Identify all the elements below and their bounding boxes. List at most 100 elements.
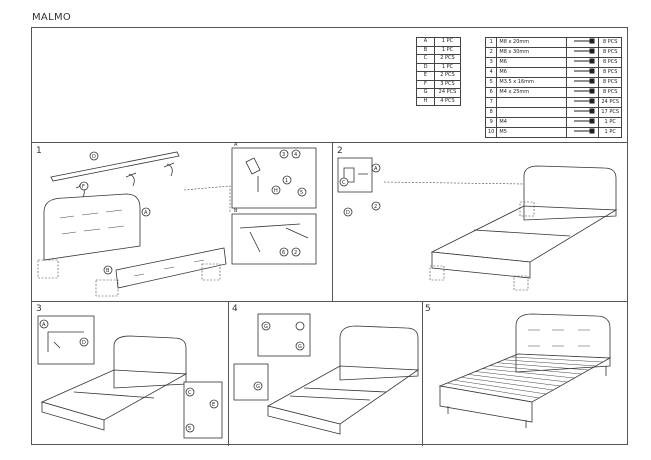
step-4-illustration: G G G bbox=[233, 313, 420, 435]
callout-circle bbox=[209, 399, 219, 409]
hardware-desc: M8 x 20mm bbox=[496, 37, 568, 48]
leg bbox=[125, 172, 137, 187]
hardware-qty: 8 PCS bbox=[598, 47, 623, 58]
hardware-qty: 8 PCS bbox=[598, 37, 623, 48]
step-3-illustration: A D C E 5 bbox=[37, 315, 223, 439]
headboard bbox=[515, 313, 611, 373]
instruction-sheet bbox=[31, 27, 628, 446]
hardware-number: 7 bbox=[484, 97, 498, 108]
hardware-desc: M4 x 25mm bbox=[496, 87, 568, 98]
callout-circle bbox=[141, 207, 151, 217]
footboard bbox=[439, 385, 533, 423]
part-letter: C bbox=[416, 54, 435, 64]
footboard bbox=[115, 247, 227, 289]
callout-circle bbox=[103, 265, 113, 275]
detail-box bbox=[429, 265, 445, 281]
callout-circle bbox=[279, 247, 289, 257]
hardware-number: 4 bbox=[484, 67, 498, 78]
callout-d: D bbox=[82, 340, 86, 346]
part-qty: 4 PCS bbox=[434, 96, 461, 106]
hardware-desc: M6 bbox=[496, 57, 568, 68]
part-qty: 2 PCS bbox=[434, 54, 461, 64]
tufting bbox=[528, 329, 590, 347]
callout-circle bbox=[371, 163, 381, 173]
hardware-desc: M6 bbox=[496, 67, 568, 78]
part-letter: H bbox=[416, 96, 435, 106]
callout-3: 3 bbox=[282, 152, 285, 158]
hardware-desc: M8 x 30mm bbox=[496, 47, 568, 58]
part-qty: 1 PC bbox=[434, 45, 461, 55]
callout-2: 2 bbox=[294, 250, 297, 256]
hardware-number: 5 bbox=[484, 77, 498, 88]
detail-box bbox=[519, 201, 535, 217]
washer-icon bbox=[566, 67, 600, 78]
callout-circle bbox=[282, 175, 292, 185]
callout-d: D bbox=[92, 154, 96, 160]
hardware-desc: M3.5 x 16mm bbox=[496, 77, 568, 88]
hardware-number: 8 bbox=[484, 107, 498, 118]
callout-circle bbox=[271, 185, 281, 195]
step-number-2: 2 bbox=[337, 146, 343, 156]
detail-box bbox=[201, 263, 221, 281]
callout-circle bbox=[261, 321, 271, 331]
hardware-qty: 8 PCS bbox=[598, 77, 623, 88]
part-qty: 1 PC bbox=[434, 37, 461, 47]
detail-inset-g bbox=[257, 313, 311, 357]
hardware-qty: 8 PCS bbox=[598, 57, 623, 68]
part-letter: E bbox=[416, 71, 435, 81]
divider-row-2 bbox=[32, 301, 627, 302]
callout-circle bbox=[185, 423, 195, 433]
step-5-illustration bbox=[438, 313, 612, 428]
callout-2: 2 bbox=[374, 204, 377, 210]
callout-6: 6 bbox=[282, 250, 285, 256]
hardware-qty: 8 PCS bbox=[598, 87, 623, 98]
headboard bbox=[339, 325, 419, 381]
part-qty: 2 PCS bbox=[434, 71, 461, 81]
leg bbox=[163, 162, 175, 177]
part-qty: 3 PCS bbox=[434, 79, 461, 89]
part-letter: A bbox=[416, 37, 435, 47]
callout-e: E bbox=[212, 402, 215, 408]
bracket-icon bbox=[566, 97, 600, 108]
hardware-qty: 24 PCS bbox=[598, 97, 623, 108]
bracket-detail bbox=[47, 331, 84, 352]
hardware-number: 1 bbox=[484, 37, 498, 48]
leg-detail bbox=[245, 157, 261, 192]
callout-circle bbox=[297, 187, 307, 197]
bolt-icon bbox=[566, 37, 600, 48]
part-letter: B bbox=[416, 45, 435, 55]
step-1-illustration: D F A B A 3 4 1 5 H B 6 2 bbox=[37, 142, 317, 297]
hardware-desc: M4 bbox=[496, 117, 568, 128]
bolt-icon bbox=[566, 57, 600, 68]
center-rail bbox=[50, 151, 180, 182]
center-rail bbox=[473, 229, 571, 237]
hardware-number: 10 bbox=[484, 127, 498, 138]
part-letter: F bbox=[416, 79, 435, 89]
part-letter: D bbox=[416, 62, 435, 72]
hardware-number: 9 bbox=[484, 117, 498, 128]
callout-circle bbox=[339, 177, 349, 187]
callout-circle bbox=[295, 321, 305, 331]
detail-box bbox=[513, 275, 529, 291]
callout-circle bbox=[371, 201, 381, 211]
detail-box bbox=[37, 259, 59, 279]
callout-circle bbox=[291, 247, 301, 257]
callout-circle bbox=[89, 151, 99, 161]
callout-circle bbox=[79, 337, 89, 347]
callout-circle bbox=[185, 387, 195, 397]
callout-circle bbox=[39, 319, 49, 329]
callout-g3: G bbox=[256, 384, 260, 390]
callout-5: 5 bbox=[300, 190, 303, 196]
hardware-qty: 1 PC bbox=[598, 117, 623, 128]
hardware-qty: 1 PC bbox=[598, 127, 623, 138]
step-number-4: 4 bbox=[232, 304, 238, 314]
callout-5: 5 bbox=[188, 426, 191, 432]
